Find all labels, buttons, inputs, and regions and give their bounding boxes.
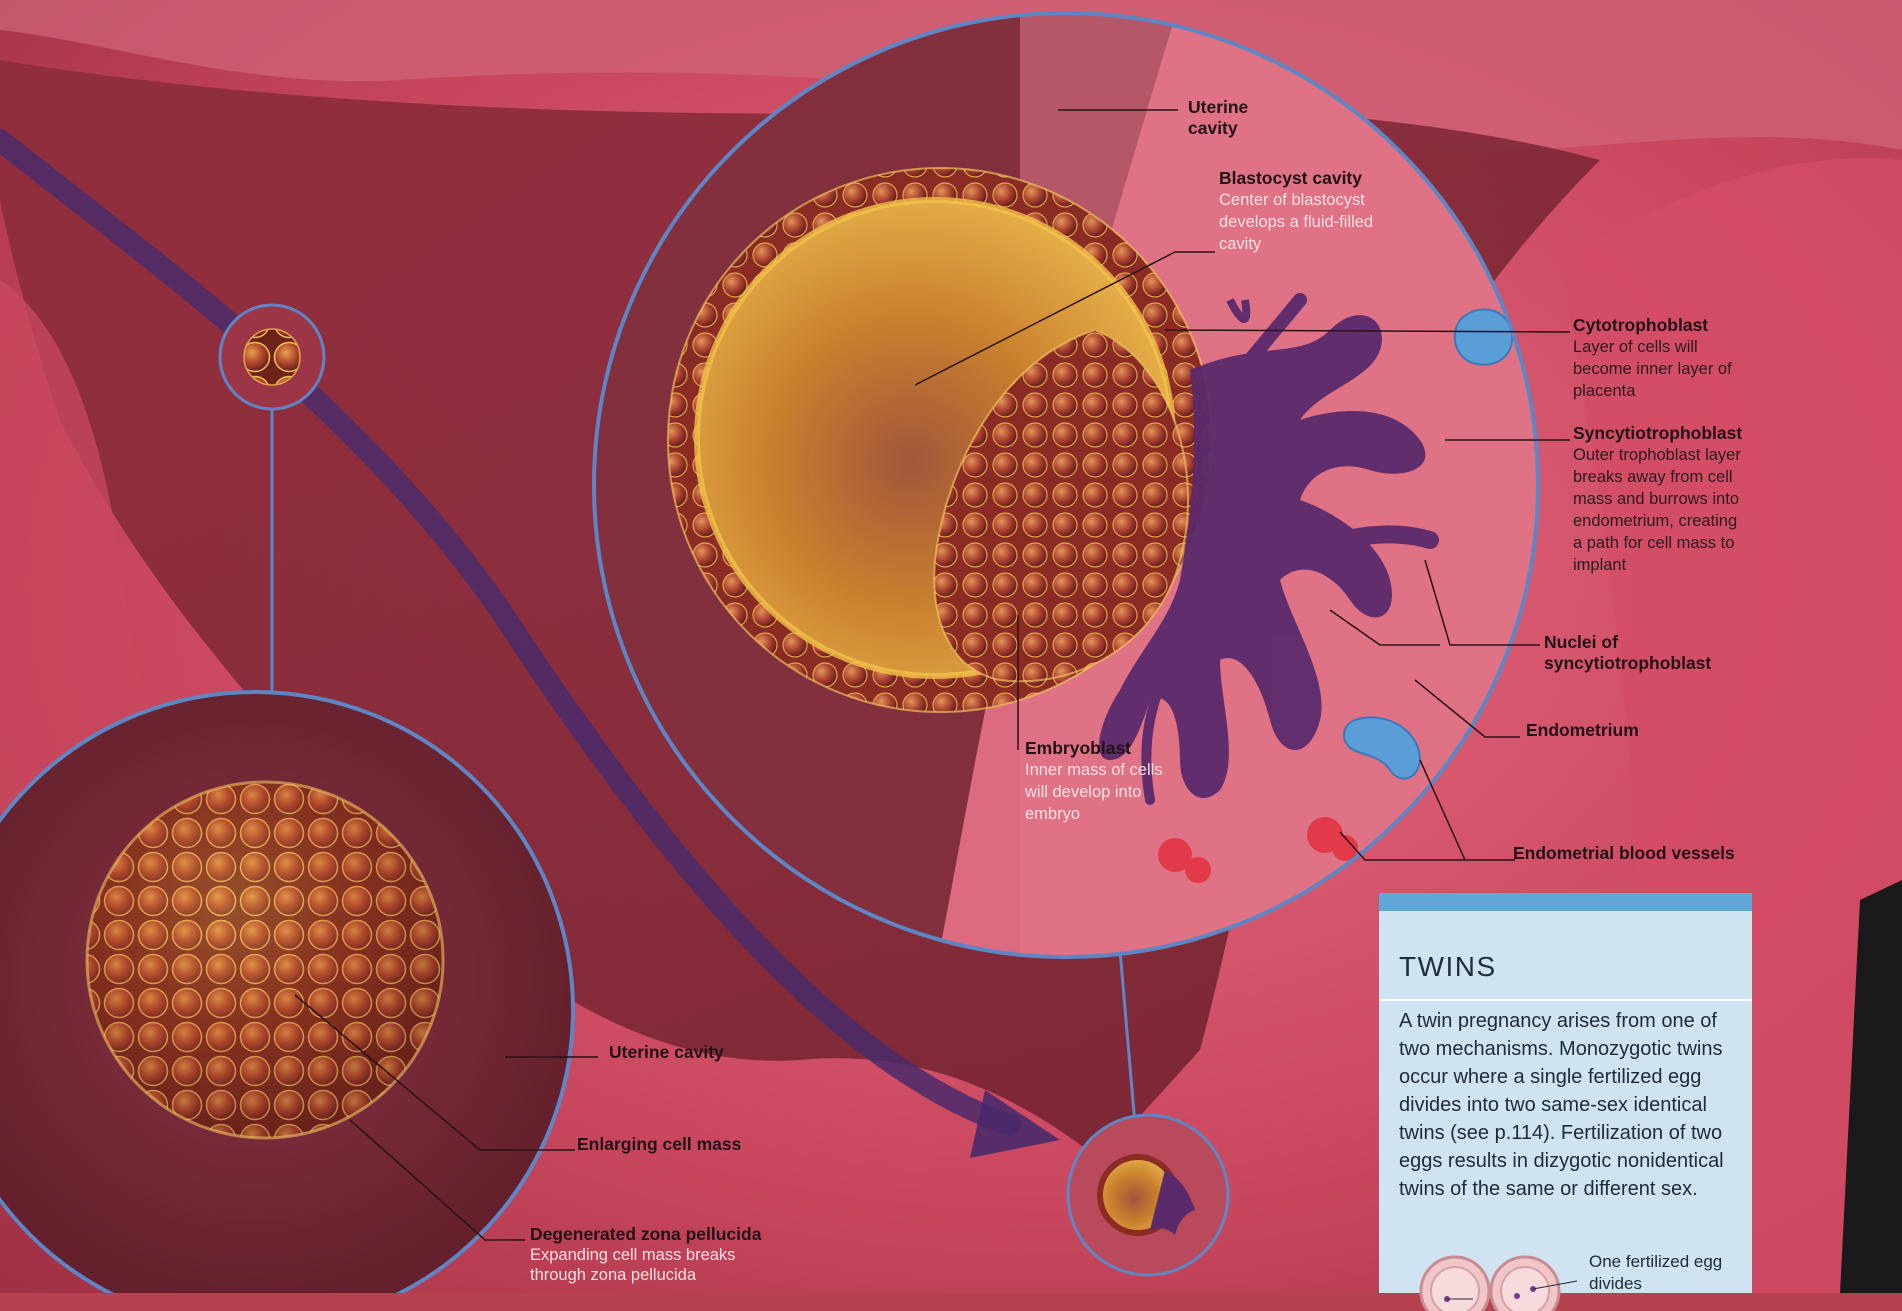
twins-title: TWINS xyxy=(1399,951,1497,983)
twins-panel: TWINS A twin pregnancy arises from one o… xyxy=(1379,893,1752,1293)
label-degenerated-zona-pellucida: Degenerated zona pellucida Expanding cel… xyxy=(530,1224,790,1285)
syncytiotrophoblast-desc: Outer trophoblast layer breaks away from… xyxy=(1573,444,1748,576)
label-enlarging-cell-mass: Enlarging cell mass xyxy=(577,1134,777,1155)
cytotrophoblast-title: Cytotrophoblast xyxy=(1573,315,1738,336)
label-cytotrophoblast: Cytotrophoblast Layer of cells will beco… xyxy=(1573,315,1738,402)
cytotrophoblast-desc: Layer of cells will become inner layer o… xyxy=(1573,336,1738,402)
embryoblast-desc: Inner mass of cells will develop into em… xyxy=(1025,759,1175,825)
embryoblast-title: Embryoblast xyxy=(1025,738,1175,759)
label-nuclei-syncytiotrophoblast: Nuclei of syncytiotrophoblast xyxy=(1544,632,1734,674)
label-uterine-cavity-top: Uterine cavity xyxy=(1188,97,1308,139)
uterine-cavity-top-title: Uterine cavity xyxy=(1188,97,1308,139)
zona-pellucida-title: Degenerated zona pellucida xyxy=(530,1224,790,1245)
uterine-cavity-left-title: Uterine cavity xyxy=(609,1042,769,1063)
blood-vessels-title: Endometrial blood vessels xyxy=(1513,843,1753,864)
nuclei-title: Nuclei of syncytiotrophoblast xyxy=(1544,632,1734,674)
twins-caption: One fertilized egg divides xyxy=(1589,1251,1739,1295)
label-blastocyst-cavity: Blastocyst cavity Center of blastocyst d… xyxy=(1219,168,1399,255)
twins-divider xyxy=(1379,999,1752,1001)
label-syncytiotrophoblast: Syncytiotrophoblast Outer trophoblast la… xyxy=(1573,423,1748,576)
label-endometrial-blood-vessels: Endometrial blood vessels xyxy=(1513,843,1753,864)
endometrium-title: Endometrium xyxy=(1526,720,1686,741)
blastocyst-cavity-title: Blastocyst cavity xyxy=(1219,168,1399,189)
label-embryoblast: Embryoblast Inner mass of cells will dev… xyxy=(1025,738,1175,825)
enlarging-cell-mass-title: Enlarging cell mass xyxy=(577,1134,777,1155)
blastocyst-cavity-desc: Center of blastocyst develops a fluid-fi… xyxy=(1219,189,1399,255)
label-uterine-cavity-left: Uterine cavity xyxy=(609,1042,769,1063)
syncytiotrophoblast-title: Syncytiotrophoblast xyxy=(1573,423,1748,444)
twin-eggs-illustration xyxy=(1417,1251,1587,1311)
zona-pellucida-desc: Expanding cell mass breaks through zona … xyxy=(530,1245,790,1285)
twins-body: A twin pregnancy arises from one of two … xyxy=(1399,1007,1744,1203)
label-endometrium: Endometrium xyxy=(1526,720,1686,741)
